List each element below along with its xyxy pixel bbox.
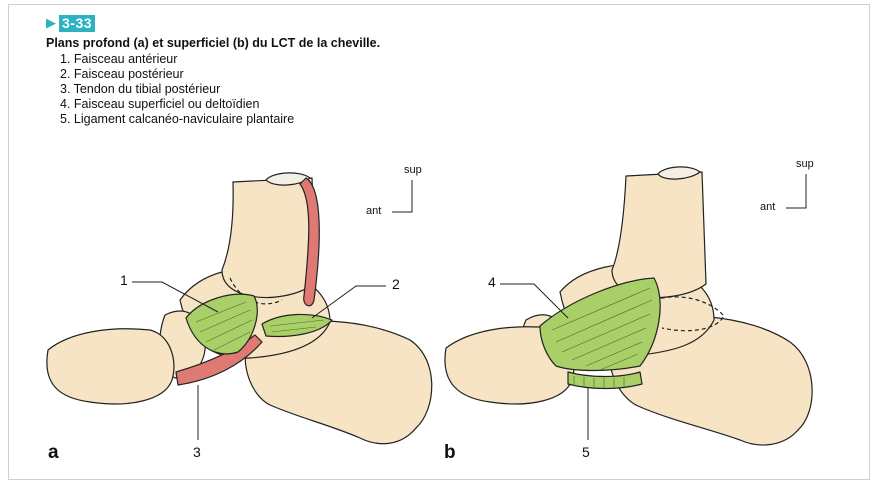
panel-letter-b: b (444, 442, 456, 464)
label-5: 5 (582, 444, 590, 460)
ligament-spring-b (568, 372, 642, 389)
orientation-sup-b: sup (796, 158, 814, 170)
orientation-ant-a: ant (366, 205, 381, 217)
panel-b-drawing (445, 167, 812, 445)
label-2: 2 (392, 276, 400, 292)
label-3: 3 (193, 444, 201, 460)
forefoot-bone-a (47, 329, 174, 404)
orientation-arrows-a (392, 180, 412, 212)
label-1: 1 (120, 272, 128, 288)
tibia-bone-a (222, 178, 316, 297)
ligament-deltoid-b (540, 278, 660, 371)
orientation-ant-b: ant (760, 201, 775, 213)
panel-letter-a: a (48, 442, 59, 464)
tibia-bone-b (612, 172, 706, 298)
orientation-arrows-b (786, 174, 806, 208)
label-4: 4 (488, 274, 496, 290)
orientation-sup-a: sup (404, 164, 422, 176)
